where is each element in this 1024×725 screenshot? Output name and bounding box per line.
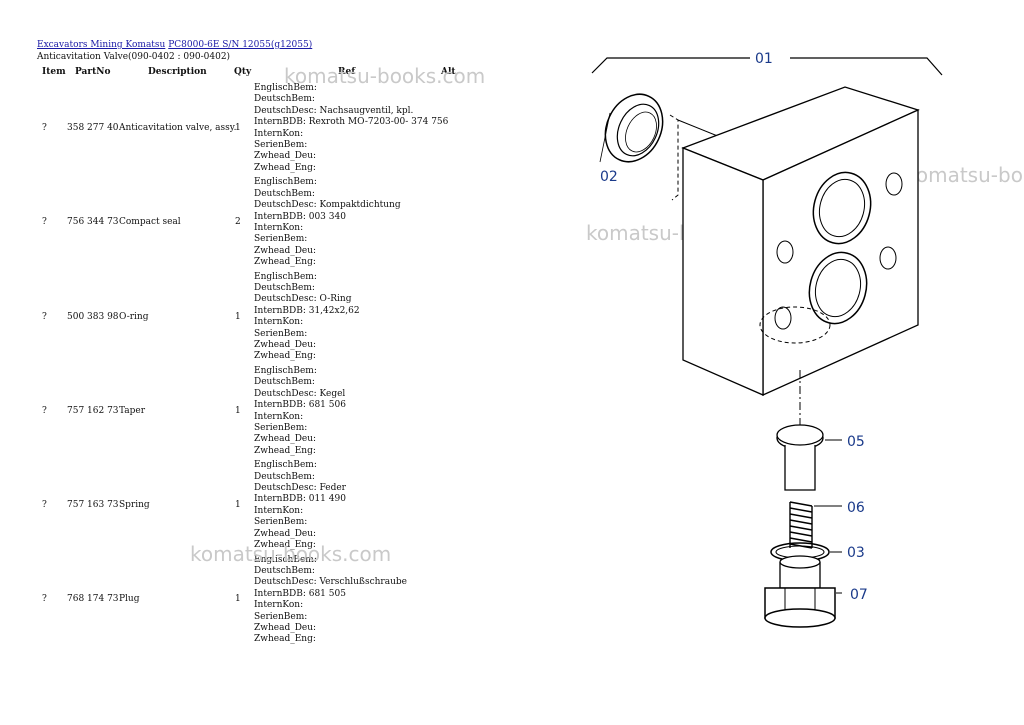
breadcrumb-link-model[interactable]: PC8000-6E S/N 12055(g12055) (168, 40, 313, 50)
header-alt: Alt (441, 67, 456, 77)
row-note-line: SerienBem: (254, 234, 308, 245)
row-notes: EnglischBem:DeutschBem:DeutschDesc: Vers… (254, 555, 407, 646)
row-note-line: Zwhead_Eng: (254, 540, 316, 551)
row-note-line: Zwhead_Eng: (254, 257, 316, 268)
row-note-line: Zwhead_Deu: (254, 151, 317, 162)
exploded-parts-diagram: 01 02 05 06 03 07 (591, 51, 943, 628)
row-note-line: SerienBem: (254, 517, 308, 528)
row-note-line: DeutschBem: (254, 565, 315, 576)
row-note-line: InternKon: (254, 600, 304, 611)
row-note-line: DeutschDesc: Verschlußschraube (254, 577, 407, 588)
watermark: komatsu-books.com (284, 64, 486, 88)
row-note-line: EnglischBem: (254, 271, 317, 282)
row-item: ? (42, 311, 47, 322)
row-note-line: DeutschDesc: Kompaktdichtung (254, 200, 401, 211)
header-qty: Qty (234, 67, 252, 77)
row-note-line: SerienBem: (254, 422, 308, 433)
row-note-line: Zwhead_Deu: (254, 622, 317, 633)
row-qty: 2 (235, 217, 241, 228)
row-note-line: DeutschBem: (254, 188, 315, 199)
watermark: komatsu-books.com (190, 542, 392, 566)
row-notes: EnglischBem:DeutschBem:DeutschDesc: Fede… (254, 460, 346, 551)
row-note-line: InternBDB: 011 490 (254, 494, 346, 505)
row-note-line: InternKon: (254, 411, 304, 422)
row-qty: 1 (235, 311, 241, 322)
callout-03: 03 (847, 545, 865, 561)
row-notes: EnglischBem:DeutschBem:DeutschDesc: Komp… (254, 177, 401, 268)
row-qty: 1 (235, 122, 241, 133)
row-note-line: InternBDB: 003 340 (254, 211, 346, 222)
row-note-line: DeutschBem: (254, 377, 315, 388)
row-description: Taper (119, 405, 146, 416)
row-notes: EnglischBem:DeutschBem:DeutschDesc: Nach… (254, 83, 448, 174)
row-note-line: InternBDB: 681 506 (254, 400, 346, 411)
row-note-line: SerienBem: (254, 140, 308, 151)
row-note-line: Zwhead_Eng: (254, 445, 316, 456)
page-subtitle: Anticavitation Valve(090-0402 : 090-0402… (37, 52, 231, 62)
row-notes: EnglischBem:DeutschBem:DeutschDesc: O-Ri… (254, 272, 360, 363)
row-description: O-ring (119, 311, 149, 322)
row-note-line: Zwhead_Eng: (254, 634, 316, 645)
callout-05: 05 (847, 434, 865, 450)
row-item: ? (42, 217, 47, 228)
row-partno: 757 162 73 (67, 405, 119, 416)
row-note-line: Zwhead_Deu: (254, 434, 317, 445)
row-item: ? (42, 405, 47, 416)
row-partno: 500 383 98 (67, 311, 119, 322)
row-item: ? (42, 500, 47, 511)
row-note-line: InternKon: (254, 317, 304, 328)
header-ref: Ref (338, 67, 356, 77)
row-qty: 1 (235, 500, 241, 511)
watermark: komatsu-books.com (905, 163, 1024, 187)
row-note-line: InternBDB: 681 505 (254, 588, 346, 599)
row-note-line: EnglischBem: (254, 554, 317, 565)
row-note-line: InternKon: (254, 128, 304, 139)
row-description: Spring (119, 500, 150, 511)
row-item: ? (42, 122, 47, 133)
row-note-line: Zwhead_Eng: (254, 162, 316, 173)
row-note-line: Zwhead_Deu: (254, 528, 317, 539)
row-partno: 756 344 73 (67, 217, 119, 228)
callout-01: 01 (755, 51, 773, 67)
row-note-line: InternBDB: 31,42x2,62 (254, 305, 360, 316)
row-note-line: DeutschBem: (254, 283, 315, 293)
row-note-line: EnglischBem: (254, 177, 317, 188)
row-note-line: InternBDB: Rexroth MO-7203-00- 374 756 (254, 117, 449, 128)
row-note-line: InternKon: (254, 505, 304, 516)
row-note-line: EnglischBem: (254, 365, 317, 376)
callout-07: 07 (850, 587, 868, 603)
row-note-line: EnglischBem: (254, 83, 317, 93)
row-qty: 1 (235, 594, 241, 605)
row-note-line: DeutschBem: (254, 94, 315, 105)
row-note-line: SerienBem: (254, 328, 308, 339)
callout-06: 06 (847, 500, 865, 516)
row-partno: 358 277 40 (67, 122, 119, 133)
row-partno: 768 174 73 (67, 594, 119, 605)
row-note-line: Zwhead_Eng: (254, 351, 316, 362)
row-note-line: EnglischBem: (254, 460, 317, 471)
row-note-line: DeutschDesc: O-Ring (254, 294, 352, 305)
row-note-line: Zwhead_Deu: (254, 340, 317, 351)
row-note-line: InternKon: (254, 222, 304, 233)
row-note-line: DeutschBem: (254, 471, 315, 482)
row-note-line: Zwhead_Deu: (254, 245, 317, 256)
header-description: Description (148, 67, 207, 77)
row-description: Compact seal (119, 217, 181, 228)
callout-02: 02 (600, 169, 618, 185)
header-partno: PartNo (75, 67, 111, 77)
row-item: ? (42, 594, 47, 605)
row-description: Anticavitation valve, assy. (119, 122, 237, 133)
row-note-line: DeutschDesc: Nachsaugventil, kpl. (254, 105, 414, 116)
row-partno: 757 163 73 (67, 500, 119, 511)
row-note-line: DeutschDesc: Kegel (254, 388, 346, 399)
header-item: Item (42, 67, 66, 77)
breadcrumb-link-category[interactable]: Excavators Mining Komatsu (37, 40, 166, 50)
row-note-line: DeutschDesc: Feder (254, 483, 346, 493)
row-notes: EnglischBem:DeutschBem:DeutschDesc: Kege… (254, 366, 346, 457)
row-description: Plug (119, 594, 140, 605)
row-note-line: SerienBem: (254, 611, 308, 622)
breadcrumb: Excavators Mining Komatsu PC8000-6E S/N … (37, 40, 312, 50)
row-qty: 1 (235, 405, 241, 416)
